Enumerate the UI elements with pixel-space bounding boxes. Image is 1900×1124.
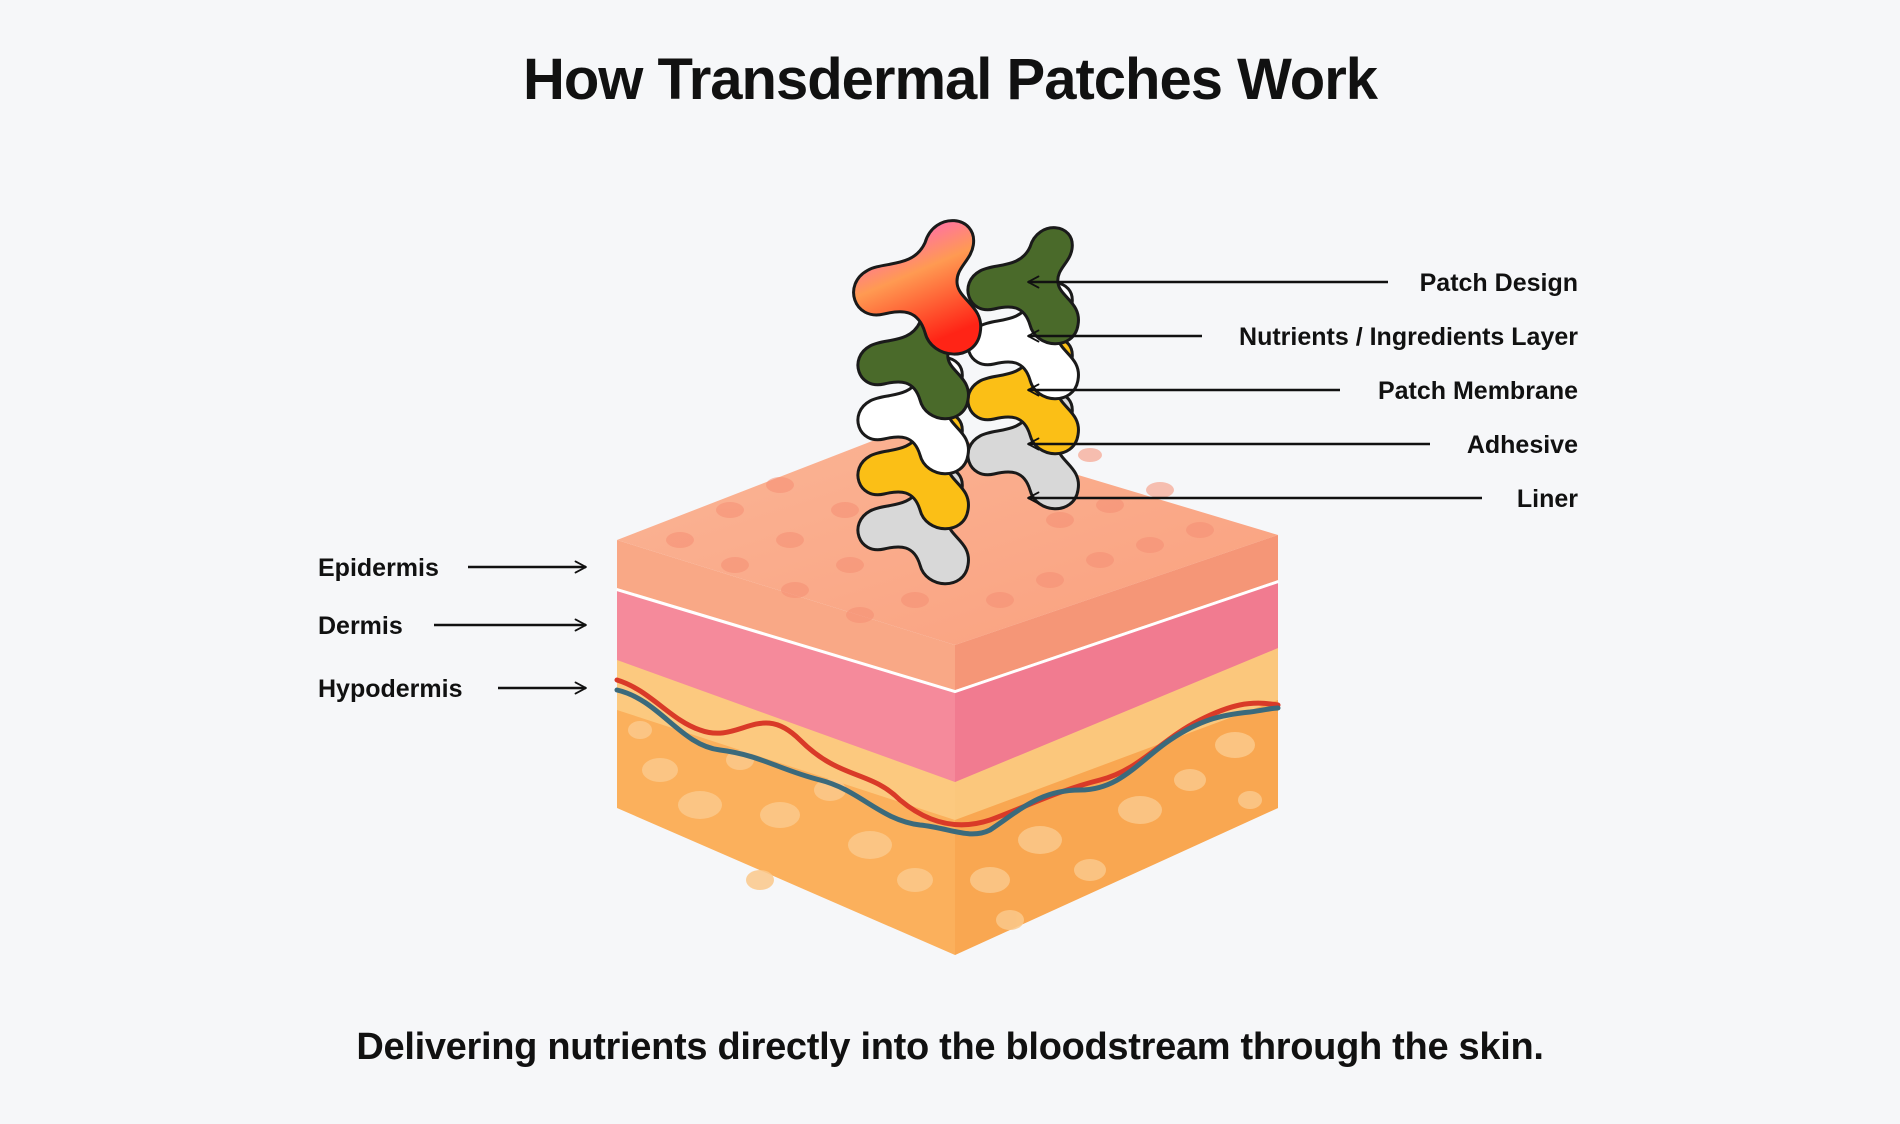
patch-stack-back	[966, 226, 1080, 511]
label-patch-membrane: Patch Membrane	[1378, 377, 1578, 405]
page-caption: Delivering nutrients directly into the b…	[356, 1026, 1544, 1068]
skin-labels: Epidermis Dermis Hypodermis	[318, 554, 587, 703]
label-patch-design: Patch Design	[1420, 269, 1578, 297]
patch-labels: Patch Design Nutrients / Ingredients Lay…	[1027, 269, 1578, 513]
label-adhesive: Adhesive	[1467, 431, 1578, 459]
label-nutrients-layer: Nutrients / Ingredients Layer	[1239, 323, 1578, 351]
label-dermis: Dermis	[318, 612, 403, 640]
skin-pores	[666, 448, 1214, 623]
page-title: How Transdermal Patches Work	[522, 47, 1378, 112]
vein-vessel	[614, 687, 1281, 837]
label-hypodermis: Hypodermis	[318, 675, 462, 703]
label-liner: Liner	[1517, 485, 1578, 513]
skin-block	[614, 432, 1281, 955]
label-epidermis: Epidermis	[318, 554, 439, 582]
